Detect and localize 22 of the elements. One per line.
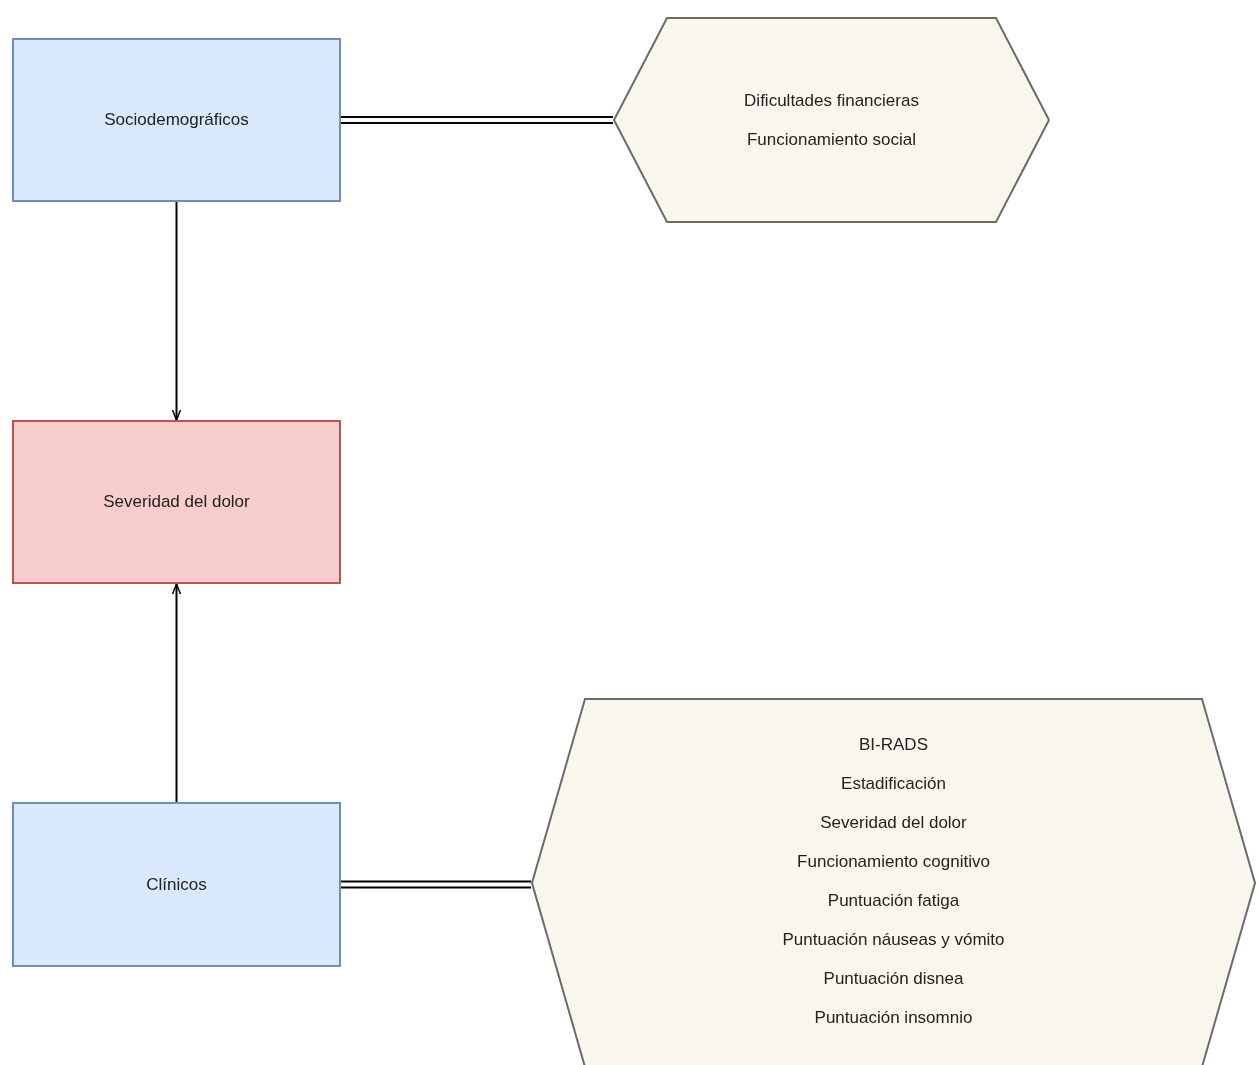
node-text: Puntuación disnea bbox=[823, 968, 964, 990]
node-text: Estadificación bbox=[841, 773, 946, 795]
arrow bbox=[171, 583, 182, 803]
node-text: Funcionamiento social bbox=[746, 129, 917, 151]
node-text: Puntuación náuseas y vómito bbox=[782, 929, 1005, 951]
node-text: Dificultades financieras bbox=[744, 90, 919, 112]
process-box bbox=[12, 38, 341, 202]
double-line-connector bbox=[340, 116, 614, 124]
node-text: Funcionamiento cognitivo bbox=[797, 851, 990, 873]
double-line-connector bbox=[340, 880, 532, 889]
arrow bbox=[171, 201, 182, 421]
node-text: Puntuación fatiga bbox=[827, 890, 960, 912]
node-text: Clínicos bbox=[146, 873, 207, 896]
node-text: BI-RADS bbox=[859, 734, 928, 756]
node-text: Puntuación insomnio bbox=[814, 1007, 973, 1029]
node-text: Severidad del dolor bbox=[820, 812, 967, 834]
node-text: Sociodemográficos bbox=[104, 109, 249, 131]
hexagon-node bbox=[613, 17, 1050, 223]
process-box bbox=[12, 802, 341, 967]
node-text: Severidad del dolor bbox=[103, 491, 250, 513]
hexagon-node bbox=[531, 698, 1256, 1065]
process-box bbox=[12, 420, 341, 584]
